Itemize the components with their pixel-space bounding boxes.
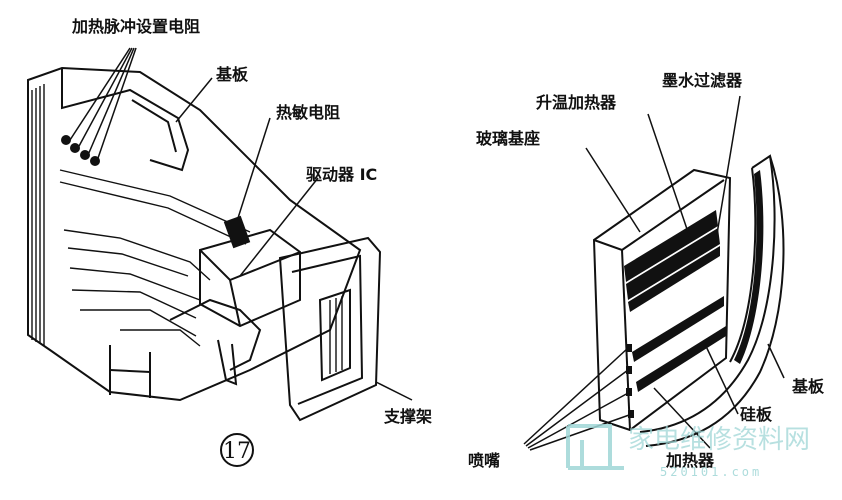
label-thermistor: 热敏电阻 [276,103,340,122]
hatched-edge [31,84,45,346]
label-glass-base: 玻璃基座 [476,129,540,148]
watermark-text: 家电维修资料网 [628,425,810,455]
watermark-number: 520101.com [660,465,762,479]
left-leader-lines [69,47,413,401]
figure-number: 17 [223,439,251,464]
label-silicon-board: 硅板 [740,405,773,424]
substrate-curve [639,154,776,433]
left-printhead-drawing [27,66,382,422]
label-substrate-left: 基板 [215,65,249,84]
label-warm-heater: 升温加热器 [536,93,617,112]
thermistor-shape [223,215,251,249]
figure-number-badge: 17 [220,433,254,467]
label-substrate-right: 基板 [791,377,825,396]
label-heater: 加热器 [665,451,715,470]
support-frame-shape [278,236,382,422]
watermark: 家电维修资料网 520101.com [566,424,810,479]
watermark-logo [566,424,624,470]
label-ink-filter: 墨水过滤器 [662,71,743,90]
right-leader-lines [523,95,785,451]
label-nozzle: 喷嘴 [468,451,500,470]
label-driver-ic: 驱动器 IC [306,165,377,184]
label-support-frame: 支撑架 [383,407,432,426]
glass-base-shape [592,168,732,432]
label-pulse-resistor: 加热脉冲设置电阻 [71,17,200,36]
right-nozzle-drawing [592,154,785,447]
